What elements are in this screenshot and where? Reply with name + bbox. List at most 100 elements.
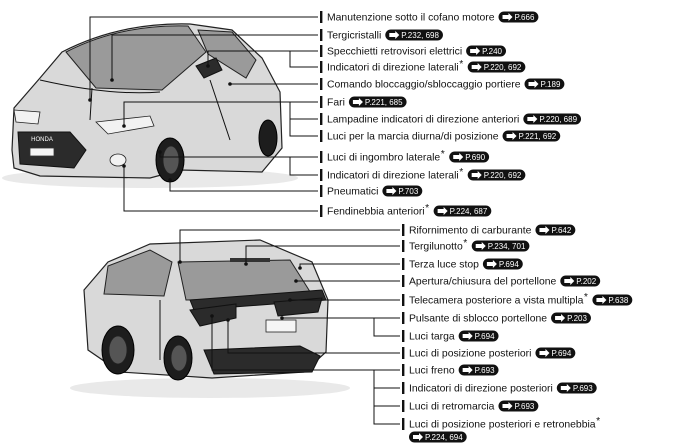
reference-pill[interactable] [482,258,523,270]
page-reference-link[interactable]: P.240 [466,45,506,57]
label-text: Telecamera posteriore a vista multipla [409,296,584,307]
label-bar [402,330,405,342]
reference-text: P.240 [482,47,502,56]
arrow-right-icon [475,242,486,250]
reference-text: P.224, 687 [450,207,488,216]
page-reference-link[interactable]: P.638 [592,294,633,306]
asterisk-mark: * [459,59,463,70]
page-reference-link[interactable]: P.224, 694 [409,431,467,443]
label-text: Lampadine indicatori di direzione anteri… [327,115,519,126]
page-reference-link[interactable]: P.234, 701 [471,240,530,252]
arrow-right-icon [486,260,497,268]
reference-pill[interactable] [524,78,565,90]
page-reference-link[interactable]: P.642 [535,224,576,236]
label-bar [402,364,405,376]
reference-text: P.232, 698 [401,31,439,40]
page-reference-link[interactable]: P.694 [482,258,523,270]
arrow-right-icon [471,171,482,179]
asterisk-mark: * [463,238,467,249]
page-reference-link[interactable]: P.220, 692 [467,61,526,73]
reference-text: P.693 [475,366,495,375]
reference-pill[interactable] [348,96,407,108]
reference-pill[interactable] [382,185,423,197]
page-reference-link[interactable]: P.694 [458,330,499,342]
page-reference-link[interactable]: P.693 [556,382,597,394]
page-reference-link[interactable]: P.666 [498,11,539,23]
reference-pill[interactable] [449,151,490,163]
page-reference-link[interactable]: P.690 [449,151,490,163]
page-reference-link[interactable]: P.220, 692 [467,169,526,181]
reference-text: P.221, 692 [519,132,557,141]
reference-pill[interactable] [467,169,526,181]
reference-text: P.220, 689 [539,115,577,124]
reference-pill[interactable] [592,294,633,306]
page-reference-link[interactable]: P.693 [458,364,499,376]
label-text: Luci per la marcia diurna/di posizione [327,132,499,143]
page-reference-link[interactable]: P.221, 685 [348,96,407,108]
reference-pill[interactable] [502,130,561,142]
reference-pill[interactable] [523,113,582,125]
reference-pill[interactable] [409,431,467,443]
label-front-12: Fendinebbia anteriori*P.224, 687 [320,203,492,218]
reference-pill[interactable] [498,400,539,412]
asterisk-mark: * [596,416,600,427]
reference-pill[interactable] [467,61,526,73]
page-reference-link[interactable]: P.221, 692 [502,130,561,142]
reference-text: P.694 [551,349,571,358]
label-bar [320,205,323,217]
page-reference-link[interactable]: P.202 [560,275,601,287]
reference-pill[interactable] [458,364,499,376]
arrow-right-icon [539,226,550,234]
reference-pill[interactable] [458,330,499,342]
front-fog-light [109,153,127,167]
label-bar [402,347,405,359]
reference-pill[interactable] [556,382,597,394]
arrow-right-icon [564,277,575,285]
reference-pill[interactable] [551,312,591,324]
label-text: Luci di ingombro laterale [327,153,440,164]
page-reference-link[interactable]: P.703 [382,185,423,197]
reference-text: P.693 [573,384,593,393]
reference-pill[interactable] [433,205,492,217]
page-reference-link[interactable]: P.189 [524,78,565,90]
page-reference-link[interactable]: P.693 [498,400,539,412]
reference-pill[interactable] [466,45,506,57]
page-reference-link[interactable]: P.224, 687 [433,205,492,217]
label-text: Manutenzione sotto il cofano motore [327,13,495,24]
reference-text: P.690 [465,153,485,162]
windshield [65,25,207,91]
reference-text: P.202 [576,277,596,286]
arrow-right-icon [352,98,363,106]
reference-pill[interactable] [535,224,576,236]
license-plate [265,319,297,333]
reference-pill[interactable] [471,240,530,252]
page-reference-link[interactable]: P.203 [551,312,591,324]
page-reference-link[interactable]: P.220, 689 [523,113,582,125]
label-front-7: Lampadine indicatori di direzione anteri… [320,113,582,126]
label-bar [402,258,405,270]
reference-text: P.220, 692 [484,171,522,180]
page-reference-link[interactable]: P.694 [535,347,576,359]
reference-pill[interactable] [498,11,539,23]
label-text: Terza luce stop [409,260,479,271]
reference-pill[interactable] [385,29,443,41]
arrow-right-icon [502,13,513,21]
page-reference-link[interactable]: P.232, 698 [385,29,443,41]
leader-lines [88,16,400,425]
label-text: Apertura/chiusura del portellone [409,277,557,288]
label-bar [402,312,405,324]
label-bar [320,130,323,142]
reference-pill[interactable] [560,275,601,287]
reference-pill[interactable] [535,347,576,359]
front-car-illustration: HONDA [2,23,298,188]
label-bar [320,96,323,108]
